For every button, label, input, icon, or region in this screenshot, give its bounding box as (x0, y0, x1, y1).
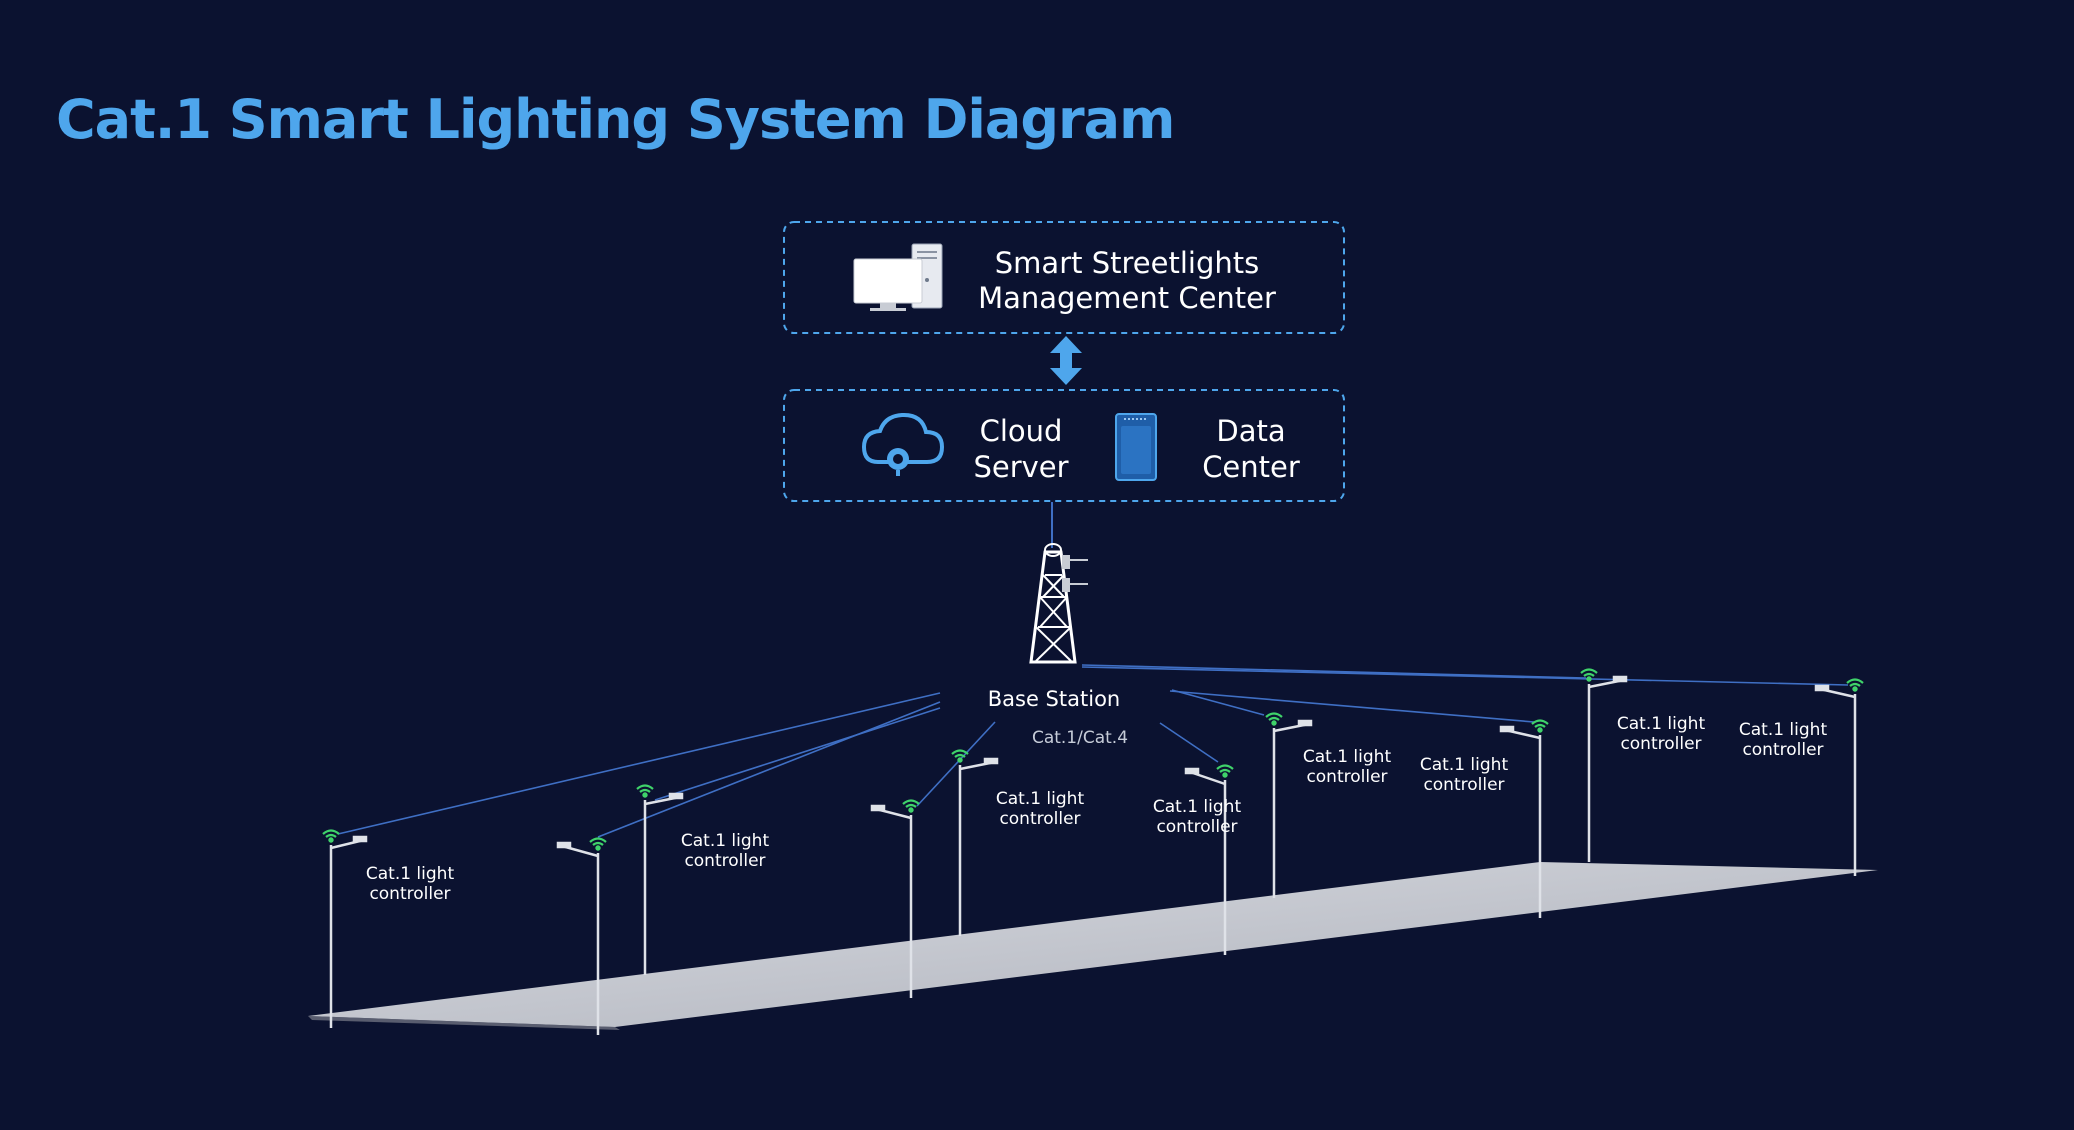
controller-label: Cat.1 light controller (1617, 714, 1706, 754)
street-lamps (329, 675, 1857, 1035)
controller-label-line2: controller (684, 851, 765, 871)
cloud-server-line1: Cloud (980, 414, 1063, 448)
controller-label-line2: controller (1423, 775, 1504, 795)
wifi-icon (1216, 764, 1234, 778)
cloud-icon (861, 412, 945, 476)
controller-label: Cat.1 light controller (366, 864, 455, 904)
controller-label: Cat.1 light controller (1303, 747, 1392, 787)
controller-label: Cat.1 light controller (996, 789, 1085, 829)
street-lamp (643, 792, 684, 975)
wifi-icon (322, 829, 340, 843)
controller-label: Cat.1 light controller (1739, 720, 1828, 760)
server-rack-icon (1115, 413, 1157, 481)
controller-label-line1: Cat.1 light (1303, 747, 1392, 767)
controller-label-line1: Cat.1 light (1153, 797, 1242, 817)
controller-label-line2: controller (1306, 767, 1387, 787)
management-center-line2: Management Center (978, 281, 1276, 315)
controller-label-line2: controller (369, 884, 450, 904)
wifi-icon (589, 837, 607, 851)
street-lamp (870, 804, 913, 998)
wireless-links (337, 664, 1849, 838)
controller-label-line1: Cat.1 light (366, 864, 455, 884)
street-lamp (1814, 684, 1857, 876)
cloud-datacenter-box[interactable]: Cloud Server Data Center (783, 389, 1345, 502)
street-lamp (958, 757, 999, 936)
street-lamp (1272, 719, 1313, 898)
wifi-icon (1580, 668, 1598, 682)
controller-label-line1: Cat.1 light (1739, 720, 1828, 740)
road-edge (308, 1016, 620, 1030)
data-center-line2: Center (1202, 450, 1300, 484)
page-title: Cat.1 Smart Lighting System Diagram (56, 88, 1175, 151)
bidirectional-arrow-icon (1050, 336, 1082, 385)
street-lamp (1587, 675, 1628, 862)
controller-label-line2: controller (1156, 817, 1237, 837)
cloud-server-line2: Server (973, 450, 1068, 484)
management-center-box[interactable]: Smart Streetlights Management Center (783, 221, 1345, 334)
controller-label: Cat.1 light controller (1153, 797, 1242, 837)
controller-label: Cat.1 light controller (681, 831, 770, 871)
street-lamp (1184, 767, 1227, 955)
wifi-indicators (322, 668, 1864, 851)
management-center-line1: Smart Streetlights (995, 246, 1259, 280)
controller-label-line1: Cat.1 light (1617, 714, 1706, 734)
controller-label-line1: Cat.1 light (996, 789, 1085, 809)
cell-tower-icon (1029, 543, 1088, 664)
street-lamp (329, 835, 368, 1028)
wifi-icon (1265, 712, 1283, 726)
controller-label-line1: Cat.1 light (681, 831, 770, 851)
data-center-line1: Data (1216, 414, 1285, 448)
wifi-icon (951, 749, 969, 763)
network-type-label: Cat.1/Cat.4 (1032, 728, 1128, 748)
controller-label-line2: controller (1620, 734, 1701, 754)
road (308, 862, 1878, 1027)
controller-label-line2: controller (1742, 740, 1823, 760)
controller-label: Cat.1 light controller (1420, 755, 1509, 795)
wifi-icon (902, 799, 920, 813)
computer-icon (853, 243, 943, 311)
base-station-label: Base Station (988, 687, 1120, 711)
controller-label-line1: Cat.1 light (1420, 755, 1509, 775)
wifi-icon (636, 784, 654, 798)
street-lamp (1499, 725, 1542, 918)
wifi-icon (1531, 719, 1549, 733)
wifi-icon (1846, 678, 1864, 692)
controller-label-line2: controller (999, 809, 1080, 829)
street-lamp (556, 841, 600, 1035)
